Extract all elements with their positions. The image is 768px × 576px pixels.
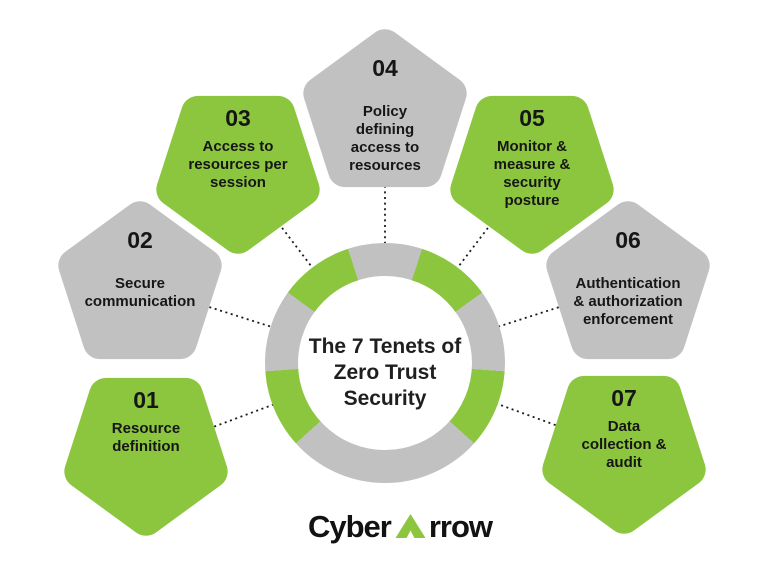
pentagon-shape	[450, 95, 614, 254]
tenet-number: 06	[615, 227, 641, 253]
tenet-number: 03	[225, 105, 251, 131]
pentagon-shape	[546, 201, 710, 360]
pentagon-shape	[156, 95, 320, 254]
diagram-title: The 7 Tenets of Zero Trust Security	[265, 243, 505, 483]
pentagon-shape	[303, 29, 467, 188]
tenet-number: 05	[519, 105, 545, 131]
logo-text-before: Cyber	[307, 509, 392, 544]
tenet-number: 04	[372, 55, 398, 81]
pentagon-shape	[542, 375, 706, 534]
tenet-number: 01	[133, 387, 159, 413]
arrow-a-icon	[395, 514, 426, 538]
cyberarrow-logo: Cyber rrow	[0, 509, 768, 545]
pentagon-shape	[58, 201, 222, 360]
logo-text-after: rrow	[428, 509, 493, 544]
diagram-title-line: Security	[343, 387, 427, 410]
pentagon-shape	[64, 377, 228, 536]
diagram-title-line: Zero Trust	[333, 361, 437, 384]
tenet-number: 02	[127, 227, 153, 253]
tenet-number: 07	[611, 385, 637, 411]
center-ring	[265, 243, 505, 483]
diagram-title-line: The 7 Tenets of	[308, 335, 462, 358]
